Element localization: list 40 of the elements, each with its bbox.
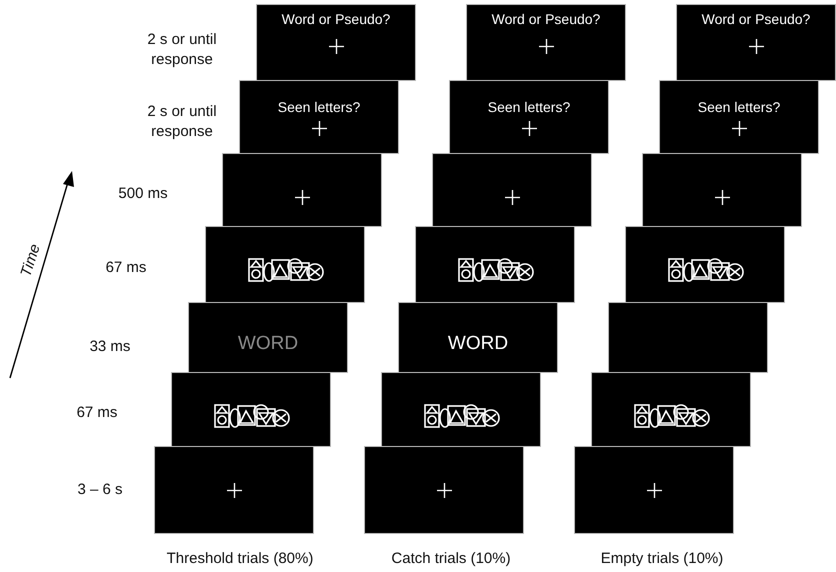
axis-label: Time <box>17 242 44 279</box>
stimulus-screen <box>381 372 541 447</box>
stimulus-screen <box>676 4 836 81</box>
stimulus-screen <box>239 80 399 154</box>
condition-label: Threshold trials (80%) <box>166 550 314 567</box>
duration-label: 500 ms <box>117 184 169 204</box>
stimulus-screen <box>222 153 382 227</box>
stimulus-screen <box>625 226 785 303</box>
stimulus-screen <box>415 226 575 303</box>
stimulus-screen <box>154 446 314 534</box>
stimulus-screen <box>466 4 626 81</box>
stimulus-word: WORD <box>236 333 300 355</box>
duration-label: 2 s or until response <box>146 30 218 70</box>
stimulus-screen <box>398 302 558 373</box>
condition-label: Empty trials (10%) <box>600 550 724 567</box>
stimulus-screen <box>171 372 331 447</box>
duration-label: 67 ms <box>104 258 148 278</box>
stimulus-screen <box>432 153 592 227</box>
stimulus-screen <box>364 446 524 534</box>
stimulus-screen <box>642 153 802 227</box>
duration-label: 2 s or until response <box>146 102 218 142</box>
stimulus-screen <box>591 372 751 447</box>
stimulus-screen <box>659 80 819 154</box>
stimulus-screen <box>205 226 365 303</box>
stimulus-screen <box>449 80 609 154</box>
stimulus-word: WORD <box>446 333 510 355</box>
question-prompt: Seen letters? <box>486 99 572 115</box>
stimulus-screen <box>256 4 416 81</box>
question-prompt: Word or Pseudo? <box>700 11 812 27</box>
question-prompt: Word or Pseudo? <box>490 11 602 27</box>
condition-label: Catch trials (10%) <box>390 550 512 567</box>
duration-label: 3 – 6 s <box>76 480 124 500</box>
stimulus-screen <box>574 446 734 534</box>
question-prompt: Seen letters? <box>696 99 782 115</box>
question-prompt: Word or Pseudo? <box>280 11 392 27</box>
stimulus-screen <box>608 302 768 373</box>
duration-label: 67 ms <box>76 403 118 423</box>
duration-label: 33 ms <box>88 337 132 357</box>
stimulus-screen <box>188 302 348 373</box>
question-prompt: Seen letters? <box>276 99 362 115</box>
